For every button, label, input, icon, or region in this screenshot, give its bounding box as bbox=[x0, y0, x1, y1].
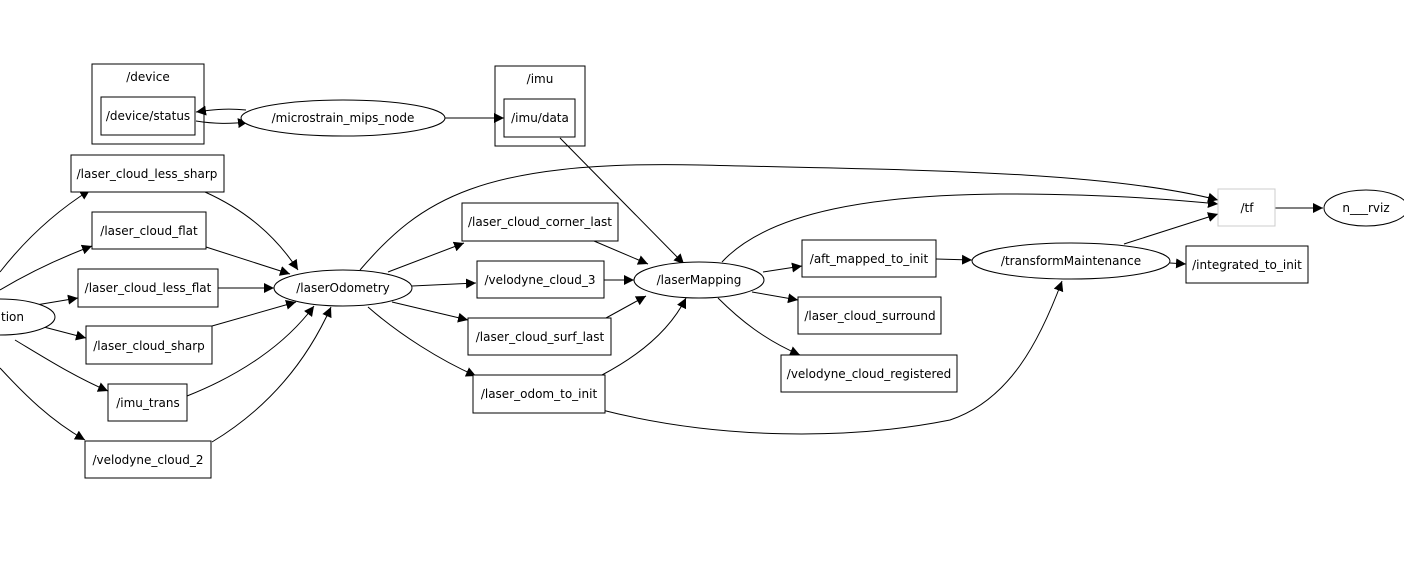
topic-integrated-to-init[interactable]: /integrated_to_init bbox=[1185, 245, 1309, 284]
topic-laser-cloud-sharp-label: /laser_cloud_sharp bbox=[93, 339, 205, 353]
edge-scan-to-sharp bbox=[39, 325, 87, 341]
node-transform-maintenance-label: /transformMaintenance bbox=[1001, 254, 1141, 268]
edge-odom-to-init-to-transform-maintenance bbox=[601, 280, 1064, 435]
topic-laser-cloud-less-flat[interactable]: /laser_cloud_less_flat bbox=[77, 268, 219, 308]
edge-transform-maintenance-to-integrated bbox=[1169, 258, 1187, 269]
edge-surf-last-to-laser-mapping bbox=[605, 295, 647, 319]
edge-scan-to-imu-trans bbox=[14, 339, 109, 392]
edge-laser-odometry-to-velodyne-cloud-3 bbox=[411, 278, 477, 289]
topic-velodyne-cloud-2[interactable]: /velodyne_cloud_2 bbox=[84, 440, 212, 479]
edge-sharp-to-laser-odometry bbox=[211, 299, 297, 327]
topic-laser-cloud-surround[interactable]: /laser_cloud_surround bbox=[797, 296, 942, 335]
topic-laser-odom-to-init[interactable]: /laser_odom_to_init bbox=[472, 374, 606, 414]
topic-imu-trans-label: /imu_trans bbox=[116, 396, 180, 410]
topic-device-status[interactable]: /device/status bbox=[100, 96, 196, 136]
edge-transform-maintenance-to-tf bbox=[1123, 212, 1219, 245]
edge-scan-to-less-flat bbox=[35, 294, 79, 306]
edge-laser-mapping-to-tf bbox=[721, 193, 1219, 263]
edge-imu-trans-to-laser-odometry bbox=[186, 305, 315, 397]
edge-laser-mapping-to-surround bbox=[751, 291, 799, 304]
topic-tf[interactable]: /tf bbox=[1217, 188, 1276, 227]
edges bbox=[0, 105, 1323, 443]
edge-laser-mapping-to-registered bbox=[717, 297, 801, 356]
edge-less-sharp-to-laser-odometry bbox=[204, 191, 299, 271]
edge-odom-to-init-to-laser-mapping bbox=[601, 297, 687, 376]
topic-laser-odom-to-init-label: /laser_odom_to_init bbox=[481, 387, 598, 401]
edge-laser-odometry-to-odom-to-init bbox=[367, 306, 477, 377]
node-laser-mapping[interactable]: /laserMapping bbox=[633, 261, 765, 299]
topic-imu-trans[interactable]: /imu_trans bbox=[107, 383, 188, 422]
node-laser-mapping-label: /laserMapping bbox=[657, 273, 742, 287]
edge-microstrain-to-device-status bbox=[195, 105, 247, 116]
edge-laser-odometry-to-corner-last bbox=[387, 241, 465, 273]
topic-velodyne-cloud-registered[interactable]: /velodyne_cloud_registered bbox=[780, 354, 958, 393]
node-microstrain-mips-node-label: /microstrain_mips_node bbox=[272, 111, 415, 125]
topic-aft-mapped-to-init[interactable]: /aft_mapped_to_init bbox=[801, 239, 937, 278]
topic-tf-label: /tf bbox=[1241, 201, 1255, 215]
edge-scan-to-flat bbox=[0, 244, 93, 291]
topic-laser-cloud-less-sharp[interactable]: /laser_cloud_less_sharp bbox=[70, 154, 225, 193]
topic-imu-data[interactable]: /imu/data bbox=[503, 98, 576, 138]
topic-imu-data-label: /imu/data bbox=[511, 111, 569, 125]
topic-laser-cloud-corner-last[interactable]: /laser_cloud_corner_last bbox=[461, 202, 619, 242]
edge-imu-data-to-laser-mapping bbox=[559, 137, 685, 265]
node-transform-maintenance[interactable]: /transformMaintenance bbox=[971, 242, 1171, 280]
cluster-device-label: /device bbox=[126, 70, 169, 84]
node-laser-odometry[interactable]: /laserOdometry bbox=[273, 269, 413, 307]
cluster-imu[interactable]: /imu bbox=[494, 65, 586, 147]
topic-aft-mapped-to-init-label: /aft_mapped_to_init bbox=[810, 252, 929, 266]
node-rviz[interactable]: n___rviz bbox=[1323, 189, 1404, 227]
topic-laser-cloud-flat-label: /laser_cloud_flat bbox=[100, 224, 198, 238]
topic-laser-cloud-corner-last-label: /laser_cloud_corner_last bbox=[468, 215, 612, 229]
topic-integrated-to-init-label: /integrated_to_init bbox=[1192, 258, 1302, 272]
topic-laser-cloud-surround-label: /laser_cloud_surround bbox=[804, 309, 935, 323]
edge-flat-to-laser-odometry bbox=[205, 246, 291, 276]
nodes: /device/status /microstrain_mips_node /i… bbox=[0, 96, 1404, 479]
topic-velodyne-cloud-3-label: /velodyne_cloud_3 bbox=[484, 273, 595, 287]
edge-corner-last-to-laser-mapping bbox=[593, 240, 649, 265]
topic-velodyne-cloud-registered-label: /velodyne_cloud_registered bbox=[787, 367, 951, 381]
edge-scan-to-less-sharp bbox=[0, 189, 91, 273]
topic-velodyne-cloud-2-label: /velodyne_cloud_2 bbox=[92, 453, 203, 467]
edge-laser-mapping-to-aft-mapped bbox=[762, 262, 803, 273]
topic-laser-cloud-less-flat-label: /laser_cloud_less_flat bbox=[85, 281, 212, 295]
edge-laser-odometry-to-surf-last bbox=[391, 301, 469, 323]
topic-laser-cloud-sharp[interactable]: /laser_cloud_sharp bbox=[85, 325, 213, 365]
edge-laser-odometry-to-tf bbox=[359, 164, 1219, 271]
edge-aft-mapped-to-transform-maintenance bbox=[935, 254, 973, 265]
node-microstrain-mips-node[interactable]: /microstrain_mips_node bbox=[240, 99, 446, 137]
topic-laser-cloud-surf-last[interactable]: /laser_cloud_surf_last bbox=[467, 317, 612, 356]
edge-scan-to-velodyne-cloud-2 bbox=[0, 367, 86, 441]
topic-laser-cloud-flat[interactable]: /laser_cloud_flat bbox=[91, 211, 207, 250]
topic-velodyne-cloud-3[interactable]: /velodyne_cloud_3 bbox=[476, 260, 605, 299]
topic-laser-cloud-less-sharp-label: /laser_cloud_less_sharp bbox=[77, 167, 218, 181]
cluster-device[interactable]: /device bbox=[91, 63, 205, 145]
topic-device-status-label: /device/status bbox=[106, 109, 190, 123]
edge-velodyne-cloud-2-to-laser-odometry bbox=[211, 306, 332, 443]
topic-laser-cloud-surf-last-label: /laser_cloud_surf_last bbox=[476, 330, 605, 344]
cluster-imu-label: /imu bbox=[527, 72, 554, 86]
node-rviz-label: n___rviz bbox=[1342, 201, 1389, 215]
node-laser-odometry-label: /laserOdometry bbox=[296, 281, 390, 295]
